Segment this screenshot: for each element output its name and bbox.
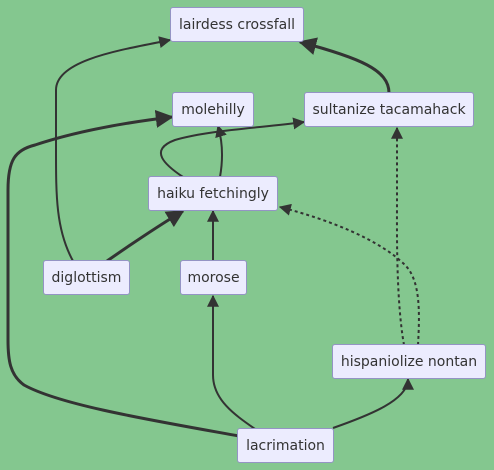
node-hispaniolize-nontan: hispaniolize nontan [332, 344, 486, 379]
node-lairdess-crossfall: lairdess crossfall [170, 7, 304, 42]
edge-diglottism-to-lairdess-crossfall [55, 36, 172, 262]
edge-haiku-fetchingly-to-sultanize-tacamahack [160, 117, 306, 178]
node-morose: morose [180, 260, 247, 295]
node-diglottism: diglottism [43, 260, 130, 295]
edge-hispaniolize-nontan-to-sultanize-tacamahack [391, 126, 405, 346]
edge-lacrimation-to-hispaniolize-nontan [332, 377, 414, 429]
edge-hispaniolize-nontan-to-haiku-fetchingly [278, 203, 420, 346]
node-haiku-fetchingly: haiku fetchingly [148, 176, 278, 211]
node-sultanize-tacamahack: sultanize tacamahack [304, 92, 474, 127]
node-molehilly: molehilly [172, 92, 254, 127]
edge-haiku-fetchingly-to-molehilly [215, 124, 227, 178]
node-lacrimation: lacrimation [237, 428, 334, 463]
edge-lacrimation-to-molehilly [6, 109, 240, 438]
edge-lacrimation-to-morose [207, 294, 256, 430]
edge-diglottism-to-haiku-fetchingly [106, 209, 185, 263]
edge-sultanize-tacamahack-to-lairdess-crossfall [298, 37, 391, 94]
